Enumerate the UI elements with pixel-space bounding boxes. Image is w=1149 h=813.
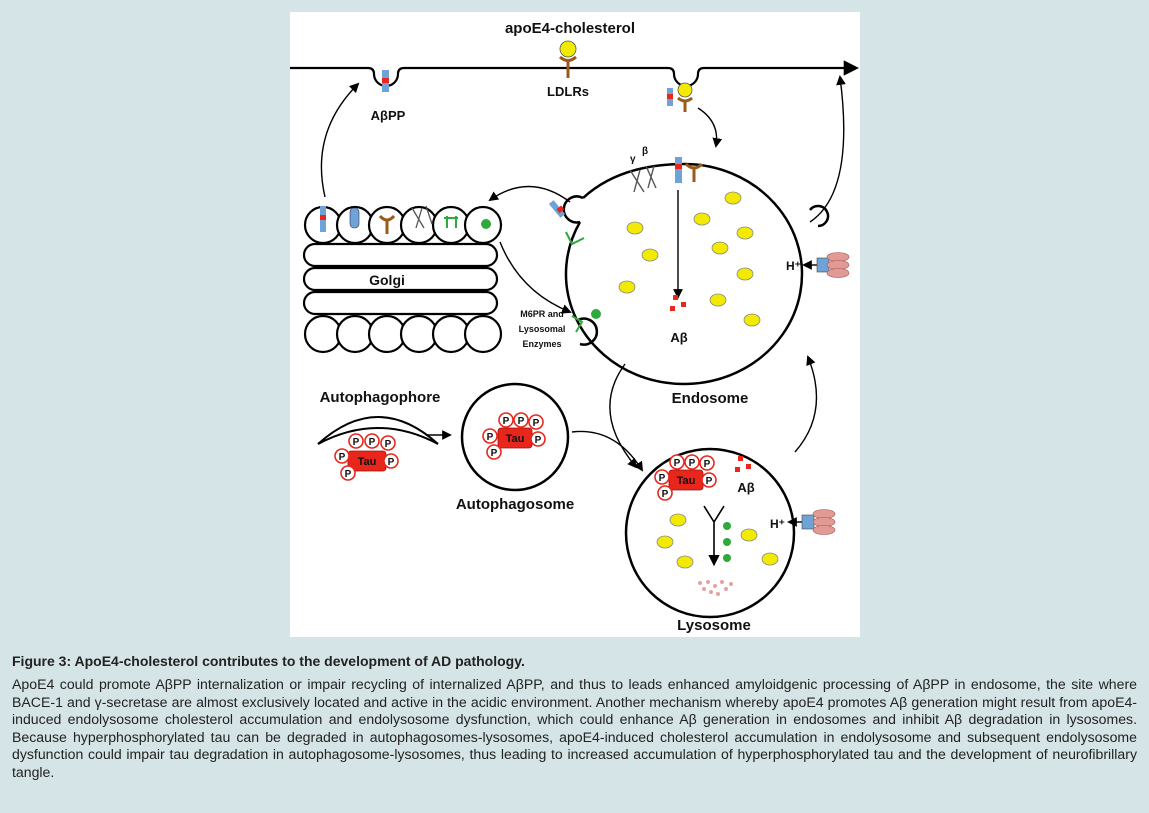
beta-secretase-label: β (642, 146, 648, 157)
svg-text:P: P (689, 458, 696, 469)
caption-body: ApoE4 could promote AβPP internalization… (12, 676, 1137, 780)
pathway-diagram: apoE4-cholesterol LDLRs AβPP γ β Aβ H⁺ (290, 20, 860, 634)
golgi-label: Golgi (369, 272, 405, 288)
svg-text:P: P (369, 437, 376, 448)
cholesterol-lysosome (656, 513, 779, 569)
svg-text:P: P (491, 448, 498, 459)
lysosomal-enzymes-green (723, 522, 731, 562)
autophagophore (317, 416, 439, 445)
lysosome-label: Lysosome (677, 617, 751, 634)
figure-panel: apoE4-cholesterol LDLRs AβPP γ β Aβ H⁺ (290, 12, 860, 637)
gamma-secretase-label: γ (630, 154, 636, 165)
svg-text:Tau: Tau (358, 456, 377, 468)
secretase-scissors (629, 165, 657, 193)
svg-text:P: P (704, 459, 711, 470)
svg-text:P: P (706, 476, 713, 487)
svg-text:P: P (388, 457, 395, 468)
svg-text:P: P (503, 416, 510, 427)
svg-text:P: P (385, 439, 392, 450)
svg-text:Tau: Tau (506, 433, 525, 445)
ldlr-receptor (559, 55, 577, 78)
svg-text:P: P (662, 489, 669, 500)
apoe4-cholesterol-particle (559, 40, 577, 58)
m6pr-label-line1: M6PR and (520, 309, 564, 319)
svg-text:P: P (487, 432, 494, 443)
svg-text:P: P (345, 469, 352, 480)
hplus-lysosome-label: H⁺ (770, 517, 785, 531)
proton-pump-endosome (816, 252, 850, 278)
autophagophore-label: Autophagophore (320, 389, 441, 406)
svg-text:P: P (535, 435, 542, 446)
m6pr-label-line2: Lysosomal (519, 324, 566, 334)
autophagosome-label: Autophagosome (456, 496, 574, 513)
abpp-label: AβPP (371, 108, 406, 123)
apoe4-cholesterol-label: apoE4-cholesterol (505, 20, 635, 37)
lysosomal-enzyme (703, 505, 725, 564)
figure-caption: Figure 3: ApoE4-cholesterol contributes … (12, 652, 1137, 782)
m6pr-label-line3: Enzymes (522, 339, 561, 349)
abeta-fragments-endosome (670, 295, 686, 311)
plasma-membrane (290, 60, 860, 88)
endosome (562, 162, 830, 386)
degraded-debris (698, 580, 733, 596)
cholesterol-endosome (618, 191, 761, 327)
svg-text:Tau: Tau (677, 475, 696, 487)
abeta-lysosome-label: Aβ (737, 480, 754, 495)
abeta-fragments-lysosome (735, 456, 751, 472)
proton-pump-lysosome (801, 509, 836, 535)
svg-text:P: P (518, 416, 525, 427)
svg-text:P: P (353, 437, 360, 448)
svg-text:P: P (339, 452, 346, 463)
hplus-endosome-label: H⁺ (786, 259, 801, 273)
caption-title: Figure 3: ApoE4-cholesterol contributes … (12, 653, 525, 669)
ldlrs-label: LDLRs (547, 84, 589, 99)
abeta-endosome-label: Aβ (670, 330, 687, 345)
svg-text:P: P (659, 473, 666, 484)
svg-text:P: P (533, 418, 540, 429)
endosome-label: Endosome (672, 390, 749, 407)
svg-text:P: P (674, 458, 681, 469)
